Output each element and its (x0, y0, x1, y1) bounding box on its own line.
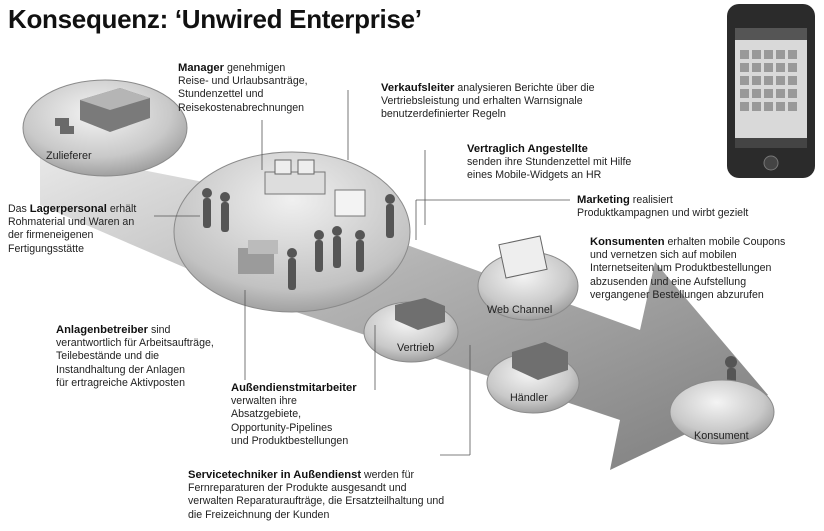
shop-icon (512, 342, 568, 380)
callout-lagerpersonal: Das Lagerpersonal erhält Rohmaterial und… (8, 203, 137, 255)
store-icon (395, 298, 445, 330)
office-desk-icon (264, 159, 366, 217)
leader-lines (154, 90, 570, 456)
callout-marketing: Marketing realisiert Produktkampagnen un… (577, 194, 749, 220)
label-haendler: Händler (510, 392, 548, 404)
page-title: Konsequenz: ‘Unwired Enterprise’ (8, 4, 422, 34)
people-figures (202, 188, 737, 404)
label-vertrieb: Vertrieb (397, 342, 435, 354)
browser-window-icon (498, 235, 548, 279)
warehouse-icon (55, 88, 150, 134)
pallet-stack-icon (238, 240, 278, 274)
callout-manager: Manager genehmigen Reise- und Urlaubsant… (178, 62, 308, 114)
callout-aussendienst: Außendienstmitarbeiter verwalten ihre Ab… (231, 382, 357, 447)
callout-konsumenten: Konsumenten erhalten mobile Coupons und … (590, 236, 786, 301)
callout-anlagenbetreiber: Anlagenbetreiber sind verantwortlich für… (56, 324, 214, 389)
label-konsument: Konsument (694, 430, 749, 442)
callout-servicetechniker: Servicetechniker in Außendienst werden f… (188, 469, 445, 521)
callout-angestellte: Vertraglich Angestellte senden ihre Stun… (467, 143, 632, 182)
callout-verkaufsleiter: Verkaufsleiter analysieren Berichte über… (381, 82, 595, 121)
disc-konsument (669, 379, 775, 445)
label-web-channel: Web Channel (487, 304, 553, 316)
label-zulieferer: Zulieferer (46, 150, 92, 162)
smartphone-icon (727, 4, 815, 178)
